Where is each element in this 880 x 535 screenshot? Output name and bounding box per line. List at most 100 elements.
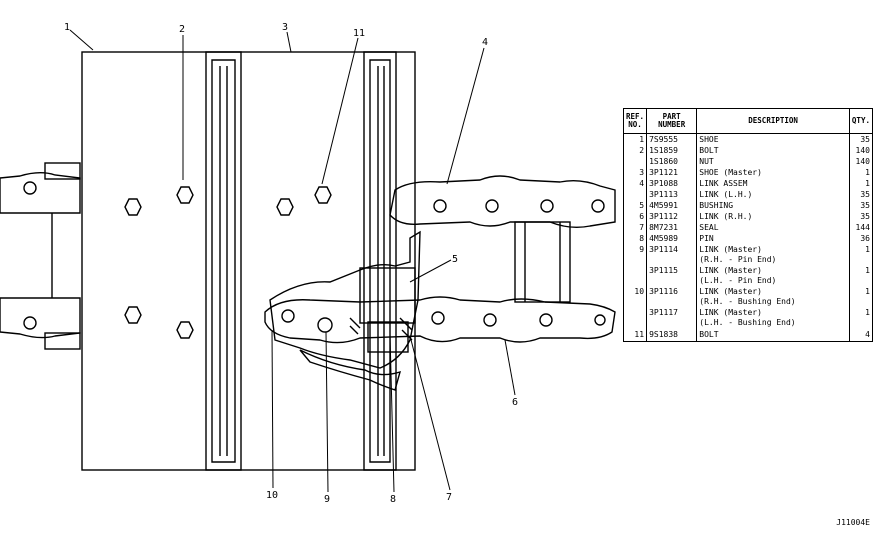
callout-7: 7 [446,492,452,503]
callout-10: 10 [266,490,278,501]
header-description: DESCRIPTION [696,108,850,134]
description-cell: PIN [696,233,850,244]
description-cell: SHOE (Master) [696,167,850,178]
part-number-cell: 3P1112 [646,211,698,222]
qty-cell: 35 [848,211,874,222]
part-number-cell [646,318,698,328]
callout-11: 11 [353,28,365,39]
part-number-cell: 4M5989 [646,233,698,244]
ref-cell: 7 [622,222,648,233]
left-link-bolt [23,316,37,330]
part-number-cell: 1S1860 [646,156,698,167]
table-row: (L.H. - Pin End) [622,276,874,286]
ref-cell: 6 [622,211,648,222]
track-shoe [81,51,416,471]
qty-cell: 35 [848,189,874,200]
pin-cross-section [359,267,416,324]
qty-cell: 140 [848,156,874,167]
header-qty: QTY. [848,108,874,134]
table-row: (R.H. - Pin End) [622,255,874,265]
description-cell: LINK (Master) [696,265,850,276]
left-pin-boss [44,332,81,350]
shoe-bolt-hex [124,186,332,339]
description-cell: (L.H. - Bushing End) [696,318,850,328]
part-number-cell: 3P1088 [646,178,698,189]
bushing [514,221,571,303]
ref-cell [622,318,648,328]
part-number-cell [646,297,698,307]
table-header-row: REF. NO. PART NUMBER DESCRIPTION QTY. [622,108,874,134]
callout-8: 8 [390,494,396,505]
ref-cell [622,276,648,286]
qty-cell: 35 [848,200,874,211]
ref-cell: 1 [622,133,648,145]
callout-4: 4 [482,37,488,48]
qty-cell: 1 [848,244,874,255]
ref-cell: 9 [622,244,648,255]
seal-section [367,321,409,353]
part-number-cell: 9S1838 [646,328,698,342]
part-number-cell: 8M7231 [646,222,698,233]
part-number-cell: 4M5991 [646,200,698,211]
table-row: (L.H. - Bushing End) [622,318,874,328]
ref-cell: 2 [622,145,648,156]
qty-cell: 144 [848,222,874,233]
link-upper [389,175,616,229]
description-cell: BOLT [696,145,850,156]
qty-cell [848,297,874,307]
qty-cell: 1 [848,178,874,189]
callout-3: 3 [282,22,288,33]
qty-cell: 4 [848,328,874,342]
ref-cell: 5 [622,200,648,211]
sheet-code: J11004E [836,518,870,527]
ref-cell [622,297,648,307]
qty-cell: 1 [848,265,874,276]
ref-cell: 8 [622,233,648,244]
ref-cell: 10 [622,286,648,297]
qty-cell: 140 [848,145,874,156]
description-cell: LINK ASSEM [696,178,850,189]
header-ref-no: REF. NO. [622,108,648,134]
qty-cell: 35 [848,133,874,145]
description-cell: LINK (Master) [696,244,850,255]
part-number-cell: 3P1116 [646,286,698,297]
link-lower [264,296,616,344]
part-number-cell: 3P1117 [646,307,698,318]
description-cell: NUT [696,156,850,167]
ref-cell [622,265,648,276]
description-cell: SEAL [696,222,850,233]
shoe-grouser-left [205,51,242,471]
part-number-cell [646,255,698,265]
header-part-number: PART NUMBER [646,108,698,134]
qty-cell: 1 [848,307,874,318]
callout-2: 2 [179,24,185,35]
ref-cell [622,156,648,167]
ref-cell [622,307,648,318]
qty-cell [848,318,874,328]
part-number-cell: 3P1115 [646,265,698,276]
qty-cell: 1 [848,286,874,297]
description-cell: SHOE [696,133,850,145]
ref-cell: 11 [622,328,648,342]
callout-9: 9 [324,494,330,505]
part-number-cell: 7S9555 [646,133,698,145]
qty-cell: 1 [848,167,874,178]
callout-6: 6 [512,397,518,408]
description-cell: (R.H. - Pin End) [696,255,850,265]
callout-1: 1 [64,22,70,33]
